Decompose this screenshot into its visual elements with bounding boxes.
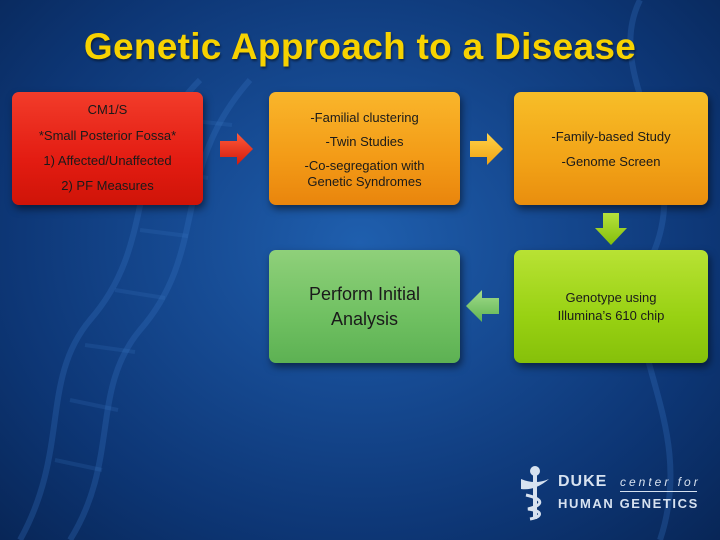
- evidence-line-3: -Co-segregation with: [304, 158, 425, 173]
- duke-center-logo: DUKE center for HUMAN GENETICS: [516, 465, 701, 521]
- evidence-line-1: -Familial clustering: [310, 110, 419, 125]
- caduceus-logo-icon: [521, 466, 549, 521]
- phenotype-box: CM1/S *Small Posterior Fossa* 1) Affecte…: [12, 92, 203, 205]
- study-line-1: -Family-based Study: [551, 129, 671, 144]
- down-arrow-icon: [595, 213, 627, 245]
- left-arrow-icon: [466, 290, 499, 322]
- logo-human-genetics-text: HUMAN GENETICS: [558, 496, 699, 511]
- phenotype-line-3: 1) Affected/Unaffected: [43, 153, 172, 168]
- logo-duke-text: DUKE: [558, 473, 608, 490]
- analysis-line-1: Perform Initial: [308, 284, 421, 304]
- evidence-line-4: Genetic Syndromes: [307, 174, 422, 189]
- study-box: -Family-based Study -Genome Screen: [514, 92, 708, 205]
- phenotype-line-1: CM1/S: [87, 102, 128, 117]
- logo-rule: [620, 491, 697, 492]
- evidence-box: -Familial clustering -Twin Studies -Co-s…: [269, 92, 460, 205]
- logo-center-for-text: center for: [620, 475, 701, 489]
- phenotype-line-2: *Small Posterior Fossa*: [38, 128, 177, 143]
- analysis-box: Perform Initial Analysis: [269, 250, 460, 363]
- genotype-line-2: Illumina’s 610 chip: [557, 308, 665, 323]
- slide-title: Genetic Approach to a Disease: [83, 26, 637, 67]
- study-line-2: -Genome Screen: [561, 154, 661, 169]
- analysis-line-2: Analysis: [330, 309, 399, 329]
- evidence-line-2: -Twin Studies: [325, 134, 404, 149]
- right-arrow-icon: [220, 133, 253, 165]
- genotype-box: Genotype using Illumina’s 610 chip: [514, 250, 708, 363]
- right-arrow-icon: [470, 133, 503, 165]
- phenotype-line-4: 2) PF Measures: [61, 178, 154, 193]
- genotype-line-1: Genotype using: [565, 290, 657, 305]
